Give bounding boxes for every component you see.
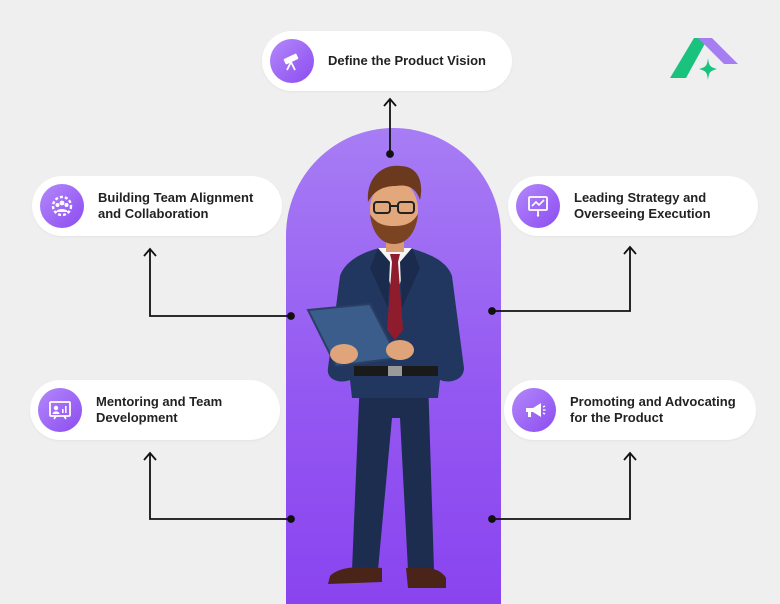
brand-logo [670,38,738,80]
node-label: Building Team Alignment and Collaboratio… [98,190,254,221]
node-leading-strategy: Leading Strategy and Overseeing Executio… [508,176,758,236]
node-label: Define the Product Vision [328,53,486,68]
product-manager-figure [306,165,464,588]
node-promoting-advocating: Promoting and Advocating for the Product [504,380,756,440]
telescope-icon [270,39,314,83]
megaphone-icon [512,388,556,432]
node-label: Promoting and Advocating for the Product [570,394,736,425]
connector-right-upper [488,245,637,315]
node-label: Leading Strategy and Overseeing Executio… [574,190,711,221]
node-mentoring-team-development: Mentoring and Team Development [30,380,280,440]
presentation-board-icon [516,184,560,228]
team-gear-icon [40,184,84,228]
connector-left-lower [143,451,295,523]
mentor-screen-icon [38,388,82,432]
node-building-team-alignment: Building Team Alignment and Collaboratio… [32,176,282,236]
connector-top [383,97,397,158]
node-define-product-vision: Define the Product Vision [262,31,512,91]
node-label: Mentoring and Team Development [96,394,223,425]
connector-left-upper [143,247,295,320]
connector-right-lower [488,451,637,523]
